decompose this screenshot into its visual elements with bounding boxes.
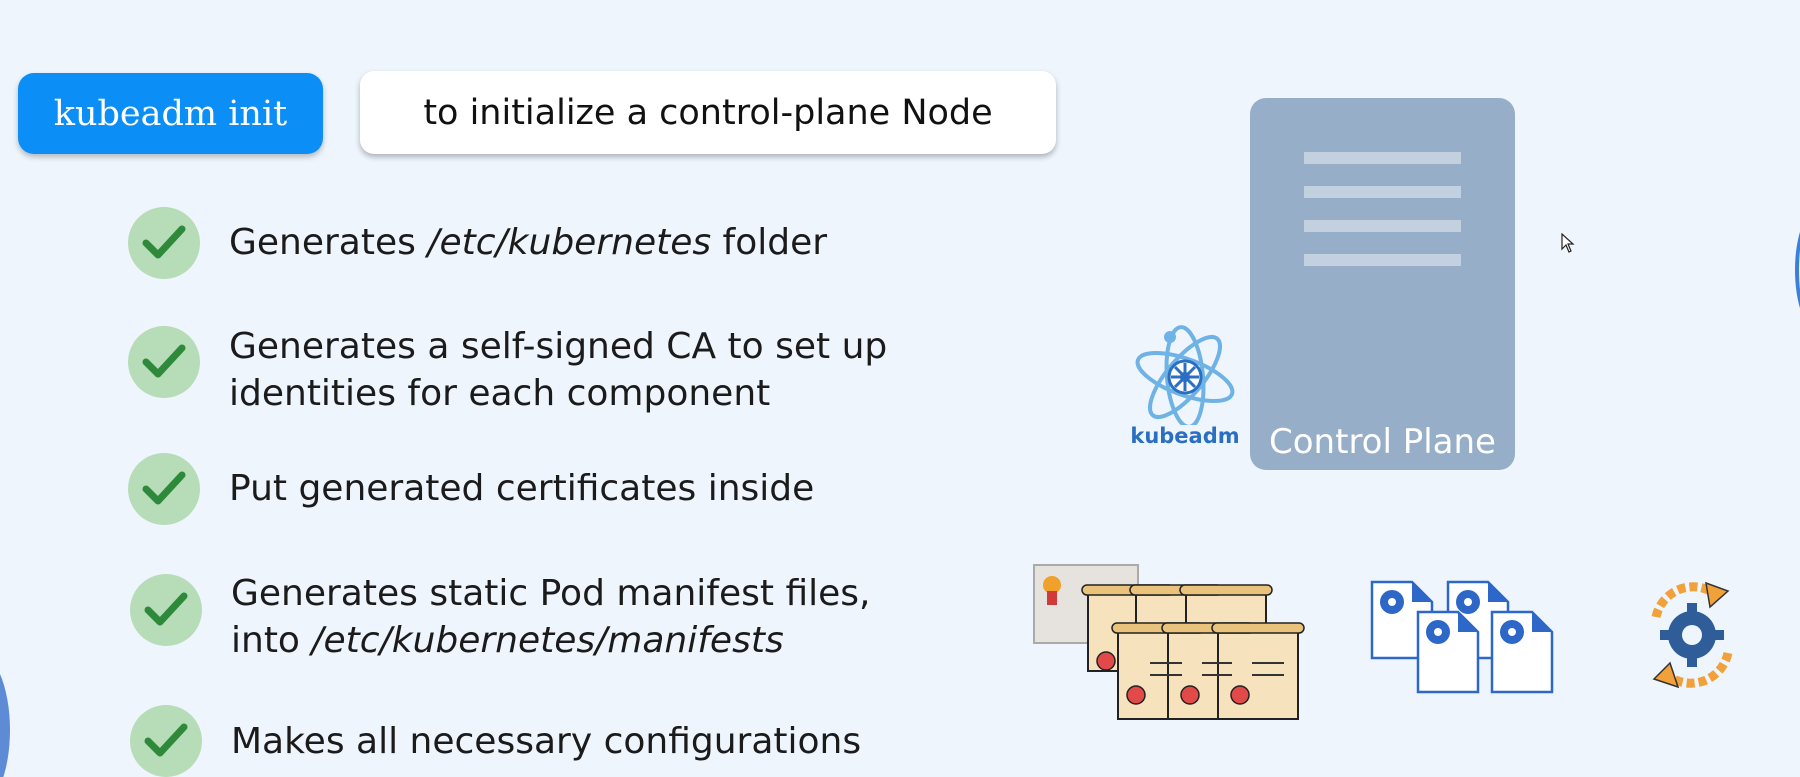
server-slot xyxy=(1304,186,1461,198)
decorative-arc-left xyxy=(0,650,10,777)
step-put-certificates: Put generated certificates inside xyxy=(229,465,814,512)
step-text: identities for each component xyxy=(229,373,771,414)
server-slot xyxy=(1304,152,1461,164)
step-configurations: Makes all necessary configurations xyxy=(231,718,861,765)
check-icon xyxy=(128,207,200,279)
kubeadm-label: kubeadm xyxy=(1130,424,1240,448)
kubeadm-logo-icon xyxy=(1135,325,1235,425)
description-text: to initialize a control-plane Node xyxy=(423,92,993,133)
step-text: Generates a self-signed CA to set up xyxy=(229,326,888,367)
step-generate-manifests: Generates static Pod manifest files, int… xyxy=(231,570,870,664)
control-plane-node: Control Plane xyxy=(1250,98,1515,470)
mouse-cursor-icon xyxy=(1561,233,1575,253)
decorative-arc-right xyxy=(1795,210,1800,330)
gear-cycle-icon xyxy=(1651,581,1733,689)
check-icon xyxy=(130,574,202,646)
step-text: Makes all necessary configurations xyxy=(231,721,862,762)
step-generate-ca: Generates a self-signed CA to set up ide… xyxy=(229,323,887,417)
path-text: /etc/kubernetes xyxy=(427,222,712,263)
certificates-icon xyxy=(1033,564,1305,720)
step-generate-folder: Generates /etc/kubernetes folder xyxy=(229,219,827,266)
command-badge: kubeadm init xyxy=(18,73,323,154)
check-icon xyxy=(128,326,200,398)
path-text: /etc/kubernetes/manifests xyxy=(311,620,784,661)
server-slot xyxy=(1304,220,1461,232)
manifest-files-icon xyxy=(1370,580,1554,694)
check-icon xyxy=(128,453,200,525)
step-text: Generates static Pod manifest files, xyxy=(231,573,871,614)
step-text: folder xyxy=(711,222,828,263)
step-text: Put generated certificates inside xyxy=(229,468,815,509)
server-slot xyxy=(1304,254,1461,266)
control-plane-label: Control Plane xyxy=(1269,422,1496,462)
step-text: into xyxy=(231,620,312,661)
command-description: to initialize a control-plane Node xyxy=(360,71,1056,154)
command-text: kubeadm init xyxy=(53,93,288,134)
check-icon xyxy=(130,705,202,777)
step-text: Generates xyxy=(229,222,428,263)
